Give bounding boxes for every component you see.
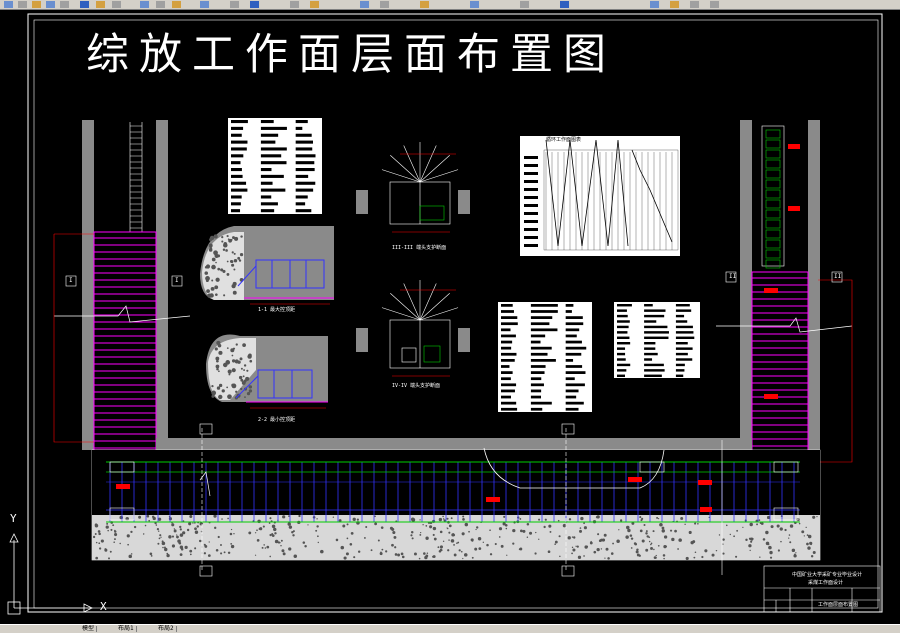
toolbar-icon[interactable] <box>650 1 659 8</box>
cycle-chart-title: 循环工作面图表 <box>546 137 582 143</box>
cad-toolbar <box>0 0 900 10</box>
toolbar-icon[interactable] <box>520 1 529 8</box>
spec-table-2 <box>498 302 592 412</box>
title-block-drawing-name: 工作面层面布置图 <box>818 602 859 608</box>
outer-frame <box>27 13 883 613</box>
toolbar-icon[interactable] <box>290 1 299 8</box>
toolbar-icon[interactable] <box>96 1 105 8</box>
section-2-2-caption: 2-2 最小控顶距 <box>258 417 296 423</box>
ucs-x-label: X <box>100 600 107 613</box>
layout-tab-bar: 模型 布局1 布局2 <box>0 624 900 633</box>
ucs-icon <box>7 533 93 615</box>
section-1-1-caption: 1-1 最大控顶距 <box>258 307 296 313</box>
cycle-chart <box>520 136 680 256</box>
drawing-canvas[interactable] <box>0 10 900 618</box>
section-1-1 <box>200 226 334 305</box>
title-block-line1: 中国矿业大学采矿专业毕业设计 <box>792 572 863 578</box>
left-roadway <box>53 120 191 451</box>
spec-table-1 <box>228 118 322 214</box>
end-support-3 <box>356 142 470 233</box>
toolbar-icon[interactable] <box>140 1 149 8</box>
toolbar-icon[interactable] <box>18 1 27 8</box>
toolbar-icon[interactable] <box>60 1 69 8</box>
toolbar-icon[interactable] <box>32 1 41 8</box>
section-2-2 <box>206 334 328 409</box>
tab-layout1[interactable]: 布局1 <box>116 626 137 632</box>
toolbar-icon[interactable] <box>360 1 369 8</box>
toolbar-icon[interactable] <box>560 1 569 8</box>
toolbar-icon[interactable] <box>380 1 389 8</box>
section-4-4-caption: IV-IV 端头支护断面 <box>392 383 441 389</box>
end-support-4 <box>356 280 470 377</box>
toolbar-icon[interactable] <box>112 1 121 8</box>
toolbar-icon[interactable] <box>670 1 679 8</box>
toolbar-icon[interactable] <box>710 1 719 8</box>
toolbar-icon[interactable] <box>250 1 259 8</box>
toolbar-icon[interactable] <box>4 1 13 8</box>
title-block <box>763 565 881 613</box>
toolbar-icon[interactable] <box>230 1 239 8</box>
toolbar-icon[interactable] <box>310 1 319 8</box>
toolbar-icon[interactable] <box>690 1 699 8</box>
toolbar-icon[interactable] <box>80 1 89 8</box>
section-label-i-right: I <box>175 277 179 284</box>
tab-model[interactable]: 模型 <box>80 626 98 632</box>
drawing-title: 综放工作面层面布置图 <box>86 30 616 80</box>
ucs-y-label: Y <box>10 512 17 525</box>
inner-frame <box>33 19 879 609</box>
section-label-ii-right: II <box>834 273 842 280</box>
toolbar-icon[interactable] <box>172 1 181 8</box>
section-label-i-left: I <box>69 277 73 284</box>
toolbar-icon[interactable] <box>156 1 165 8</box>
spec-table-3 <box>614 302 700 378</box>
toolbar-icon[interactable] <box>46 1 55 8</box>
section-3-3-caption: III-III 端头支护断面 <box>392 245 447 251</box>
title-block-line2: 采煤工作面设计 <box>808 580 844 586</box>
toolbar-icon[interactable] <box>200 1 209 8</box>
face-roadway <box>91 423 821 577</box>
section-label-ii-left: II <box>729 273 737 280</box>
tab-layout2[interactable]: 布局2 <box>156 626 177 632</box>
toolbar-icon[interactable] <box>420 1 429 8</box>
right-roadway <box>716 120 853 463</box>
toolbar-icon[interactable] <box>470 1 479 8</box>
